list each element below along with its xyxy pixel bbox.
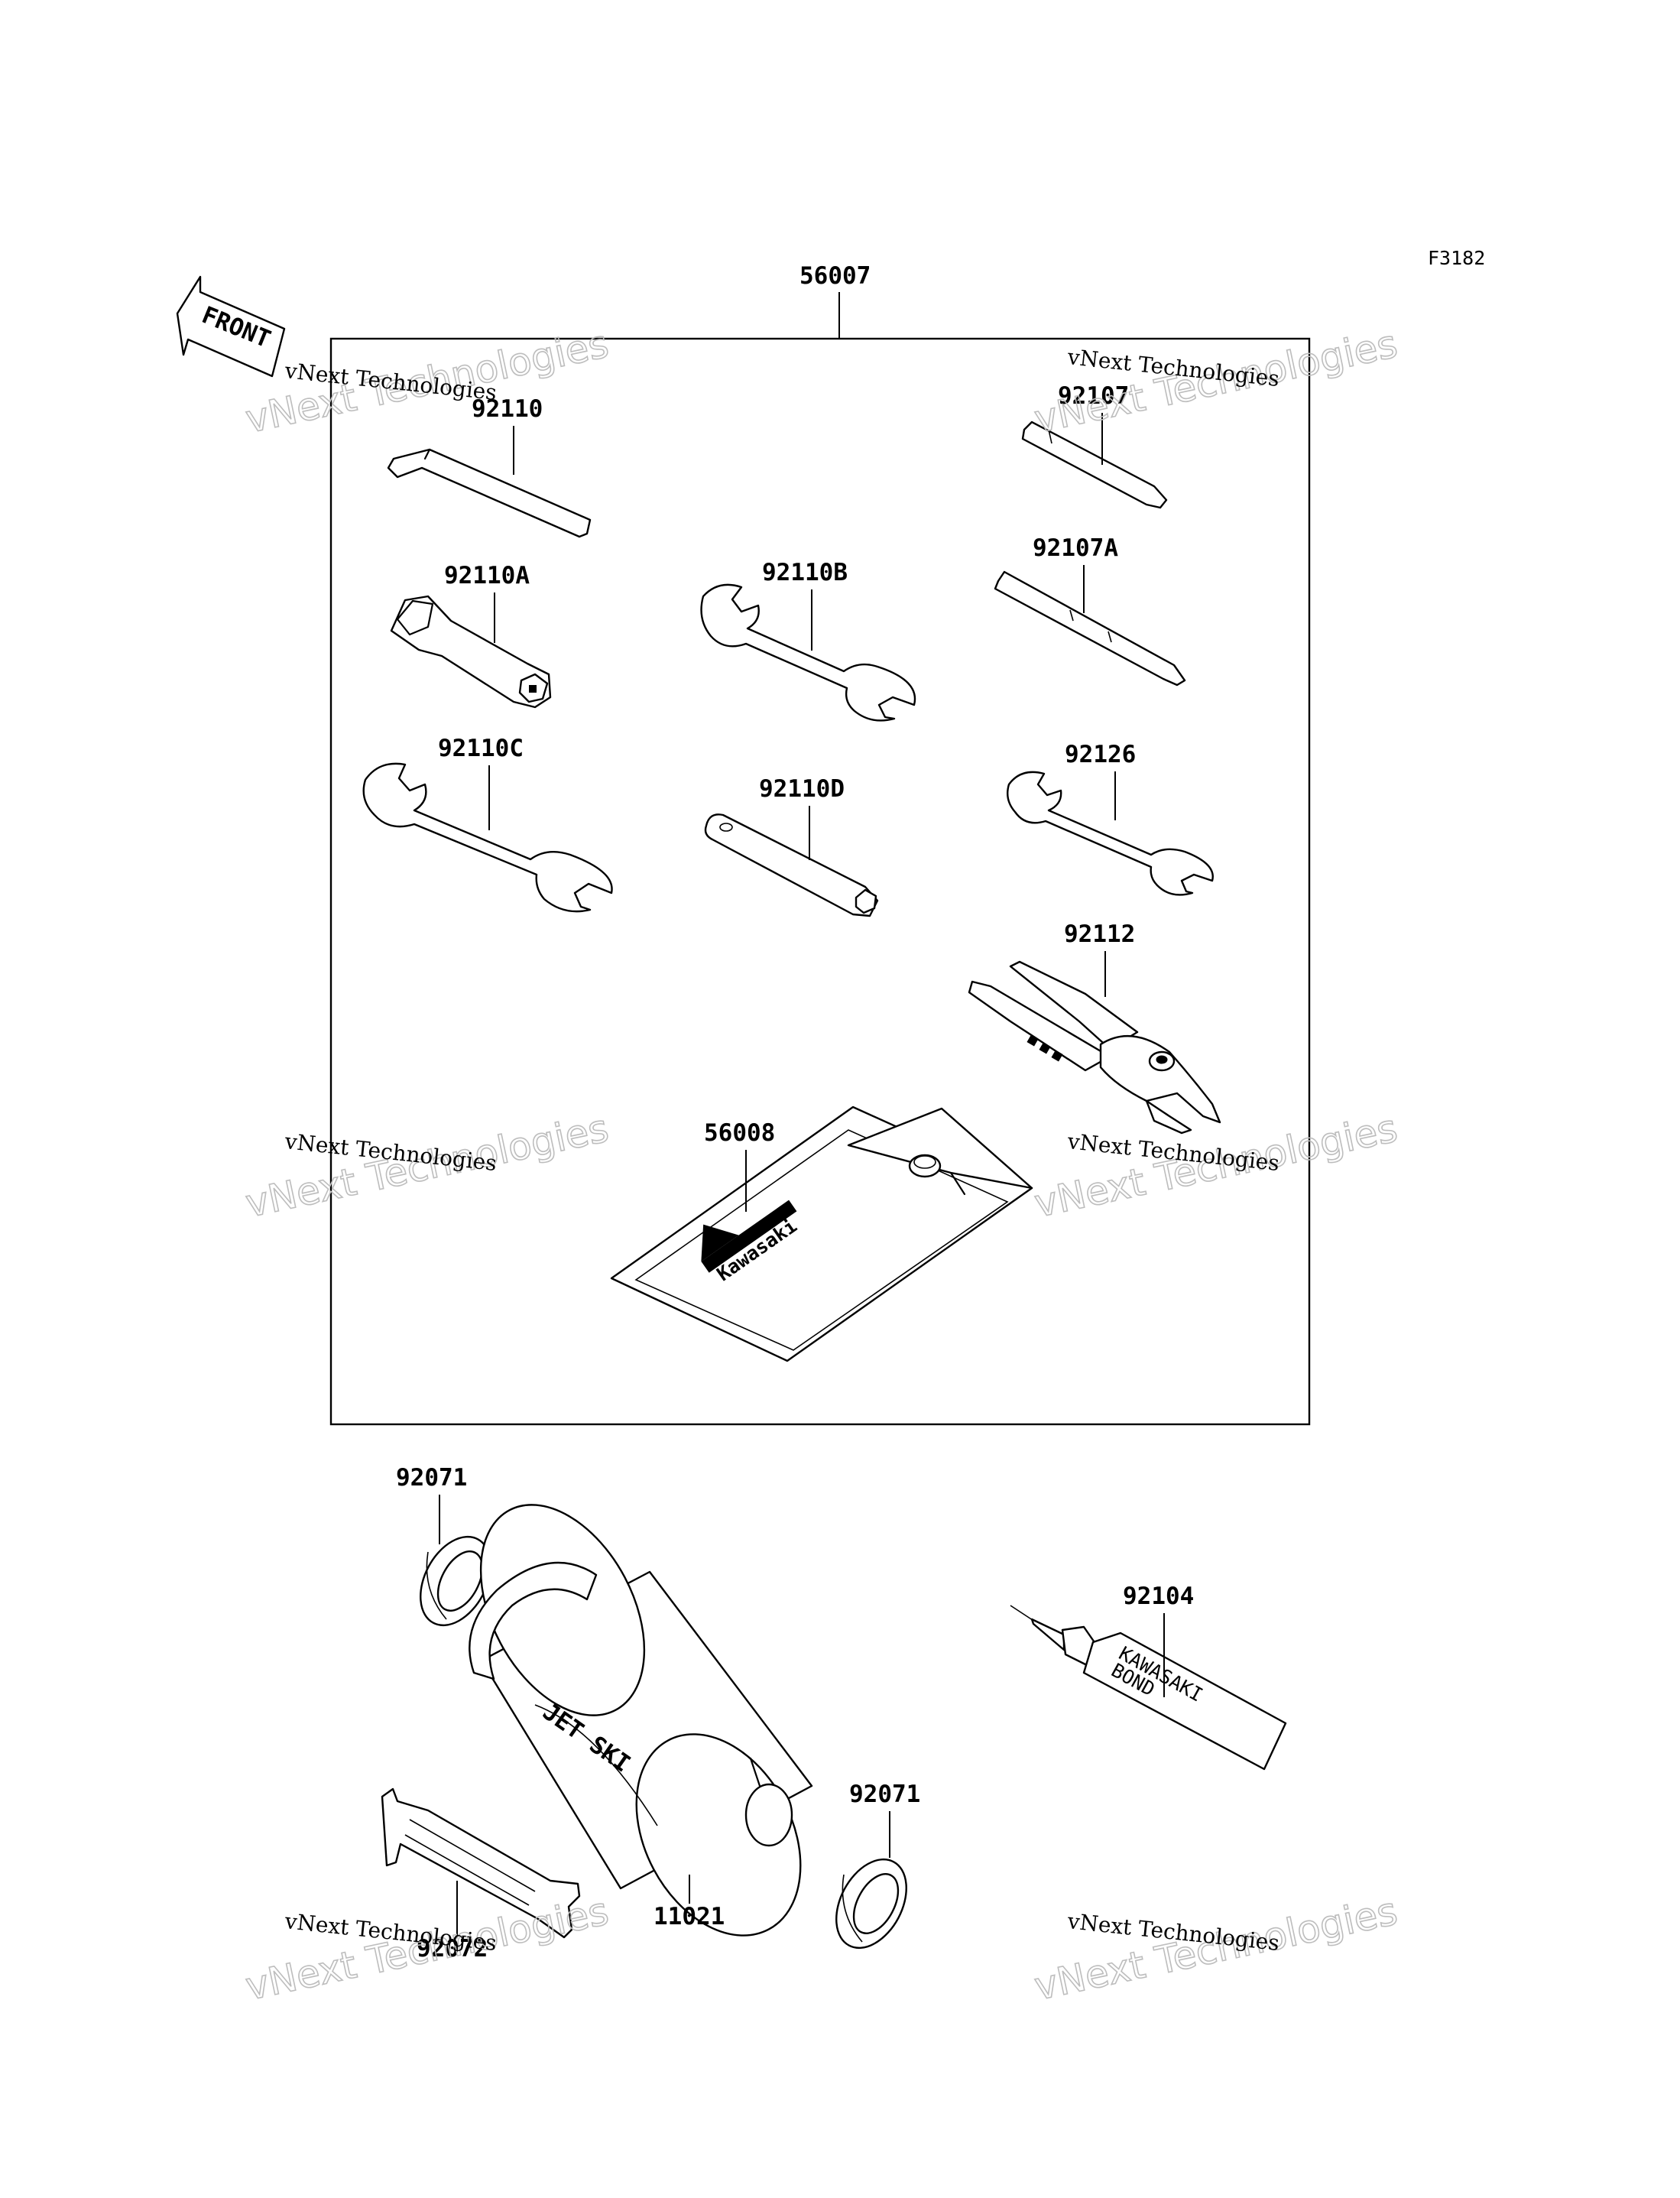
- open-end-wrench-c: [362, 762, 613, 913]
- holder: [381, 1787, 581, 1939]
- label-wrench-small: 92126: [1065, 741, 1136, 768]
- watermark-6: vNext Technologies vNext Technologies: [1030, 1888, 1402, 2010]
- watermark-5: vNext Technologies vNext Technologies: [242, 1888, 613, 2010]
- label-holder: 92072: [417, 1935, 488, 1963]
- washer-top: [420, 1535, 491, 1627]
- label-washer-top: 92071: [396, 1464, 467, 1492]
- socket-bar: [704, 813, 879, 917]
- open-end-wrench-small: [1007, 771, 1214, 896]
- watermark-4: vNext Technologies vNext Technologies: [1030, 1105, 1402, 1227]
- label-wrench-c: 92110C: [438, 735, 524, 762]
- box-wrench: [390, 595, 552, 709]
- label-box-wrench: 92110A: [444, 562, 530, 589]
- canister: JET SKI: [469, 1504, 813, 1937]
- bond-tube: KAWASAKI BOND: [1010, 1605, 1287, 1771]
- pliers: [968, 960, 1221, 1135]
- label-tool-bag: 56008: [704, 1119, 775, 1147]
- label-washer-bottom: 92071: [849, 1781, 920, 1808]
- watermark-3: vNext Technologies vNext Technologies: [242, 1105, 613, 1227]
- svg-text:vNext Technologies: vNext Technologies: [242, 1889, 612, 2009]
- label-bit-2: 92107A: [1033, 534, 1118, 562]
- label-socket-bar: 92110D: [759, 775, 845, 803]
- open-end-wrench-b: [700, 583, 916, 722]
- screwdriver-bit-2: [994, 570, 1186, 687]
- kit-frame: [329, 337, 1311, 1426]
- label-kit: 56007: [799, 262, 871, 290]
- front-arrow-icon: FRONT: [176, 275, 286, 378]
- label-hex-key: 92110: [472, 395, 543, 423]
- label-wrench-b: 92110B: [762, 559, 848, 586]
- label-pliers: 92112: [1064, 920, 1135, 948]
- screwdriver-bit-1: [1021, 420, 1168, 509]
- label-bond-tube: 92104: [1123, 1583, 1194, 1610]
- tool-bag: Kawasaki: [610, 1105, 1033, 1362]
- washer-bottom: [835, 1858, 907, 1950]
- hex-key: [387, 448, 592, 538]
- label-bit-1: 92107: [1058, 382, 1129, 410]
- label-canister: 11021: [654, 1903, 725, 1930]
- figure-code: F3182: [1428, 247, 1485, 269]
